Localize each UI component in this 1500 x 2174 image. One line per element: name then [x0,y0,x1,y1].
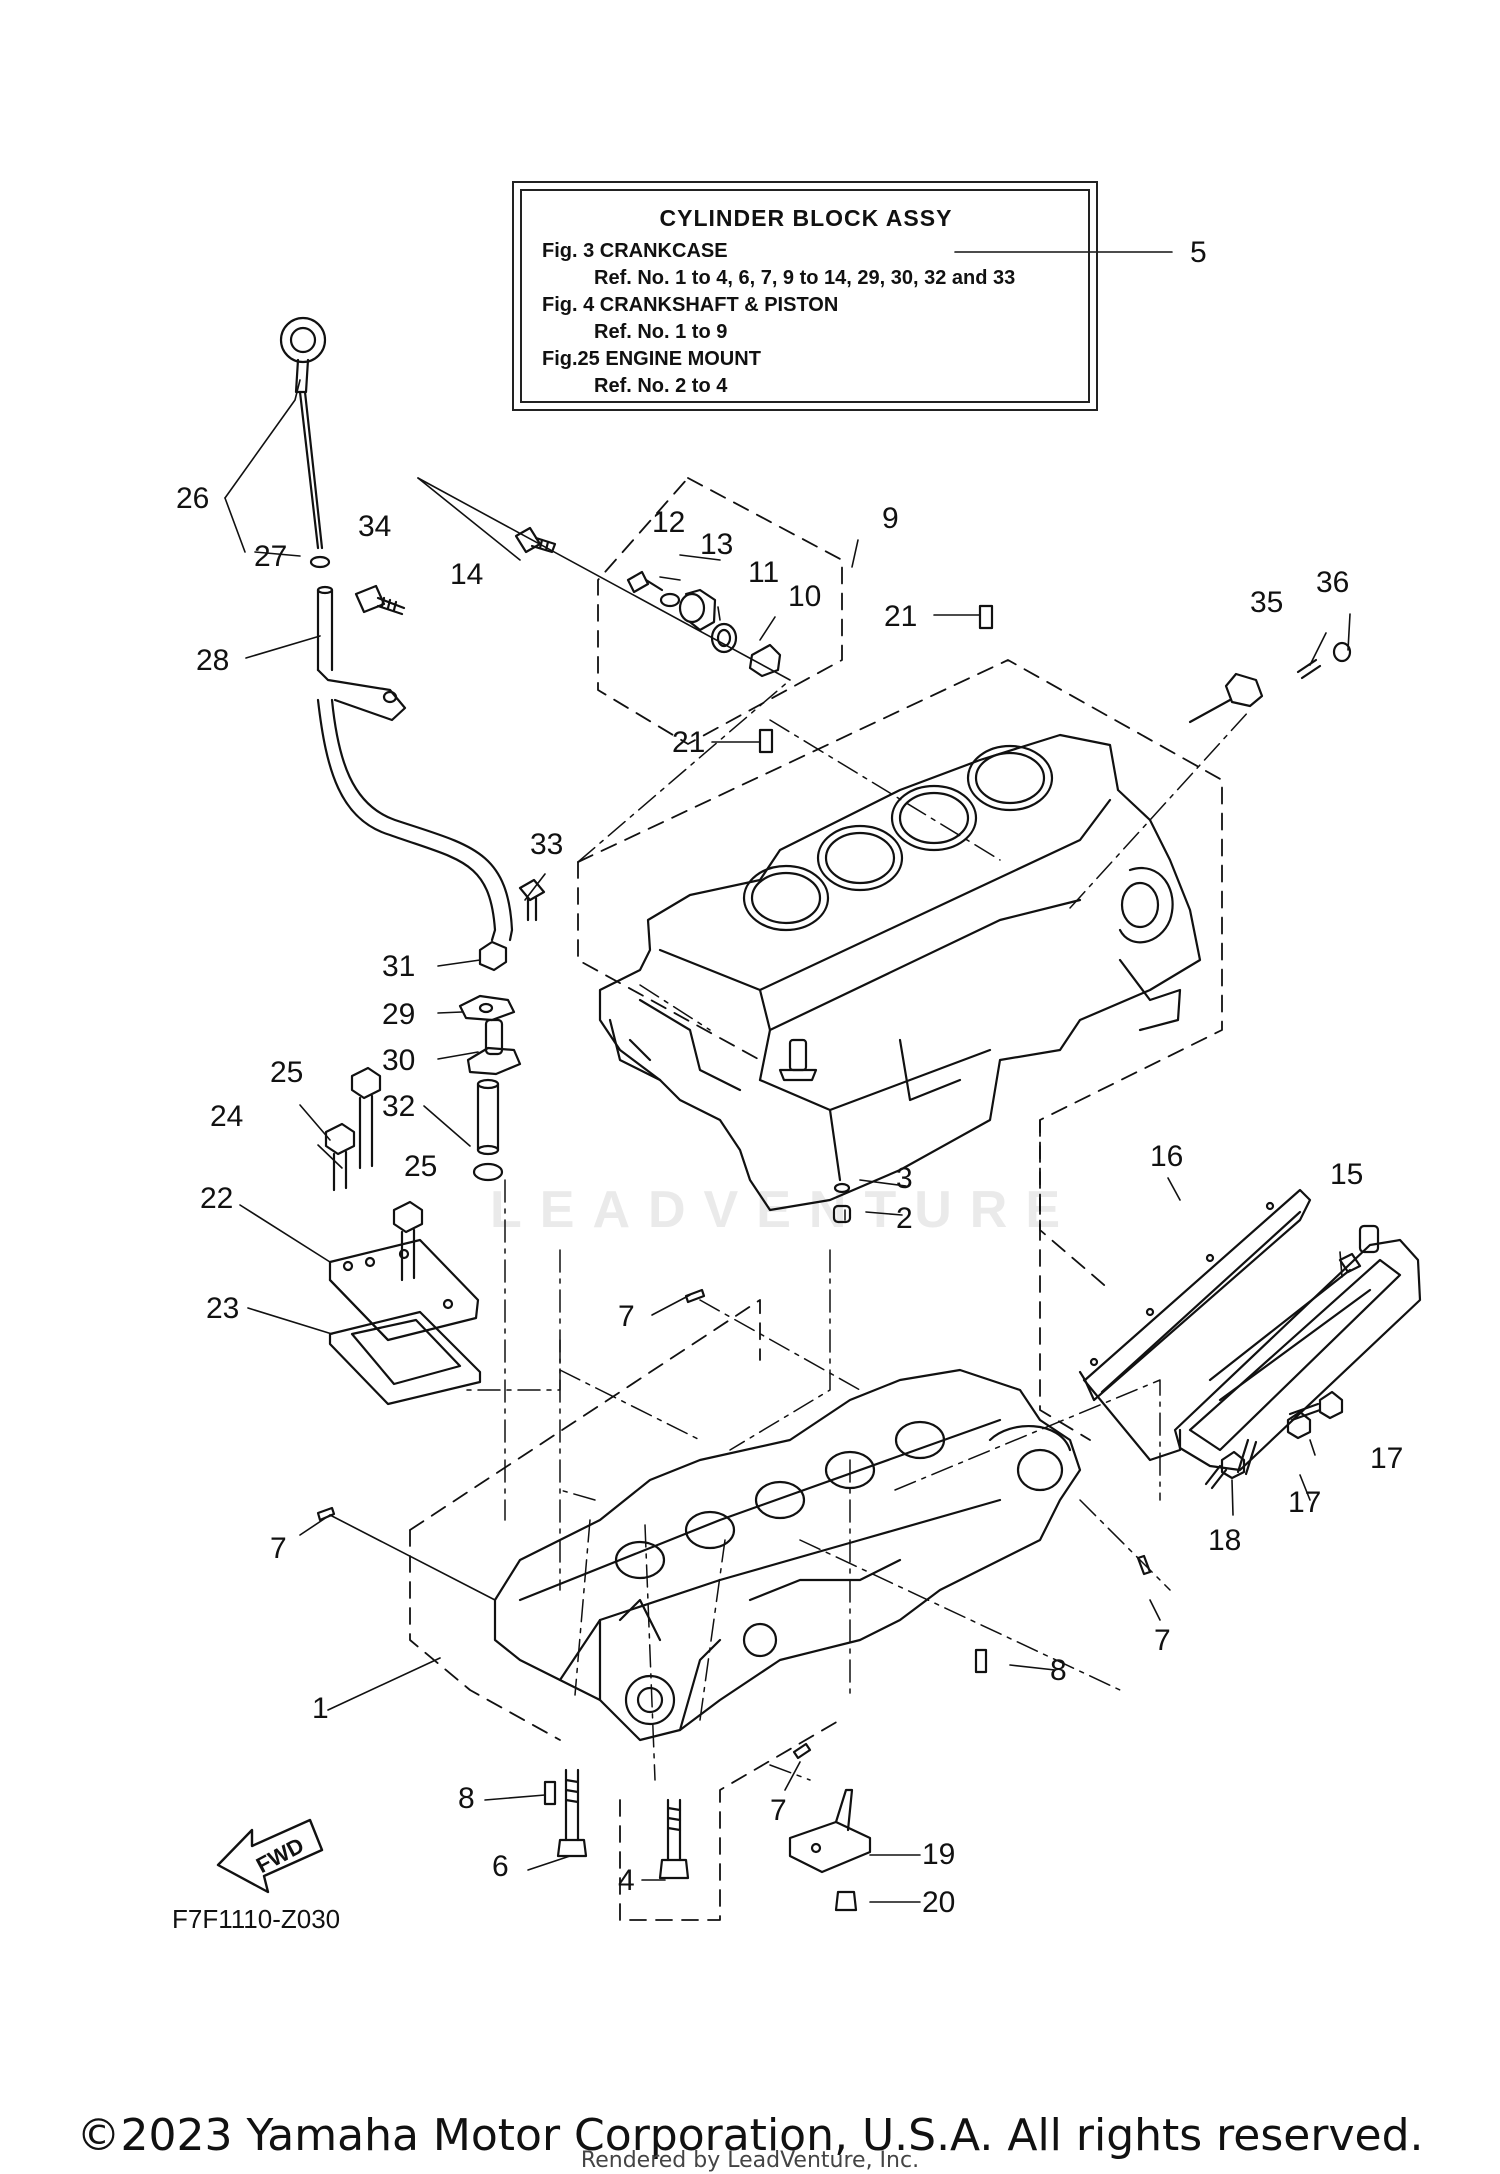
callout-9: 9 [882,502,899,535]
legend-line-2-ref: Ref. No. 1 to 9 [594,321,728,343]
dowels-8 [543,1648,988,1806]
callout-numbers: 5 26 27 28 34 14 12 13 11 10 9 21 21 35 … [176,236,1403,1919]
assembly-centerlines [464,679,1251,1781]
callout-17: 17 [1288,1486,1321,1519]
callout-10: 10 [788,580,821,613]
callout-5: 5 [1190,236,1207,269]
callout-31: 31 [382,950,415,983]
callout-8: 8 [1050,1654,1067,1687]
bolts-4-6 [556,1768,690,1880]
callout-22: 22 [200,1182,233,1215]
callout-15: 15 [1330,1158,1363,1191]
callout-7: 7 [770,1794,787,1827]
part-group-9 [626,570,782,678]
copyright-notice: ©2023 Yamaha Motor Corporation, U.S.A. A… [76,2110,1424,2161]
callout-4: 4 [618,1864,635,1897]
callout-2: 2 [896,1202,913,1235]
dowels-21 [758,604,994,754]
callout-1: 1 [312,1692,329,1725]
callout-13: 13 [700,528,733,561]
callout-19: 19 [922,1838,955,1871]
callout-21: 21 [672,726,705,759]
legend-line-1-ref: Ref. No. 1 to 4, 6, 7, 9 to 14, 29, 30, … [594,267,1016,289]
gasket-16 [1078,1188,1312,1462]
legend-box: CYLINDER BLOCK ASSY Fig. 3 CRANKCASE Ref… [512,181,1098,411]
fwd-label: FWD [252,1832,308,1878]
callout-18: 18 [1208,1524,1241,1557]
callout-7: 7 [270,1532,287,1565]
legend-line-2-label: Fig. 4 CRANKSHAFT & PISTON [542,294,839,316]
callout-11: 11 [748,556,779,589]
oil-pickup-parts [458,940,522,1182]
legend-line-3-ref: Ref. No. 2 to 4 [594,375,728,397]
callout-20: 20 [922,1886,955,1919]
cover-15 [1173,1224,1422,1472]
callout-21: 21 [884,600,917,633]
parts-2-3 [832,1182,852,1224]
callout-16: 16 [1150,1140,1183,1173]
bolt-34 [354,584,406,616]
bolts-24-25 [324,1066,424,1282]
callout-32: 32 [382,1090,415,1123]
callout-6: 6 [492,1850,509,1883]
cylinder-block [598,733,1202,1212]
callout-29: 29 [382,998,415,1031]
parts-35-36 [1188,641,1352,724]
callout-26: 26 [176,482,209,515]
crankcase [493,1368,1082,1742]
bolts-17-18 [1204,1390,1344,1490]
drawing-code: F7F1110-Z030 [172,1904,341,1934]
callout-34: 34 [358,510,391,543]
callout-7: 7 [618,1300,635,1333]
dipstick-assembly [279,316,514,942]
bolt-33 [518,878,546,922]
callout-25: 25 [404,1150,437,1183]
bolt-14 [514,526,557,554]
fwd-arrow-icon [216,1818,324,1894]
callout-35: 35 [1250,586,1283,619]
gasket-23 [328,1310,482,1406]
callout-36: 36 [1316,566,1349,599]
callout-3: 3 [896,1162,913,1195]
callout-30: 30 [382,1044,415,1077]
callout-17: 17 [1370,1442,1403,1475]
callout-27: 27 [254,540,287,573]
callout-25: 25 [270,1056,303,1089]
callout-8: 8 [458,1782,475,1815]
legend-title: CYLINDER BLOCK ASSY [659,205,953,231]
leader-lines [224,251,1351,1903]
dowel-pins-7 [316,1288,1152,1760]
callout-33: 33 [530,828,563,861]
legend-line-3-label: Fig.25 ENGINE MOUNT [542,348,761,370]
rendered-by-notice: Rendered by LeadVenture, Inc. [580,2148,920,2173]
plate-22 [328,1238,480,1342]
bracket-19 [788,1788,872,1912]
legend-inner: CYLINDER BLOCK ASSY Fig. 3 CRANKCASE Ref… [520,189,1090,403]
dashed-group-outlines [409,477,1223,1921]
callout-23: 23 [206,1292,239,1325]
callout-7: 7 [1154,1624,1171,1657]
callout-12: 12 [652,506,685,539]
legend-line-1-label: Fig. 3 CRANKCASE [542,240,728,262]
callout-28: 28 [196,644,229,677]
callout-14: 14 [450,558,483,591]
callout-24: 24 [210,1100,243,1133]
